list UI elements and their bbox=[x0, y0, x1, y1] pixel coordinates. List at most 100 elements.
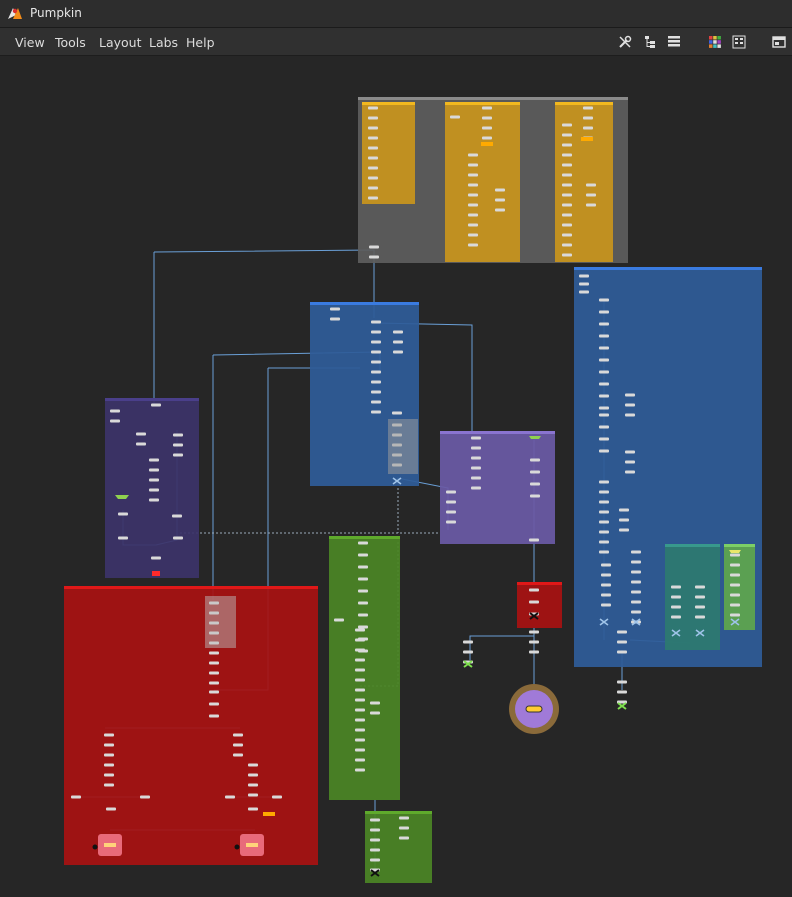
blue-x-node[interactable] bbox=[730, 618, 740, 626]
node[interactable] bbox=[562, 123, 572, 127]
node[interactable] bbox=[371, 370, 381, 374]
node[interactable] bbox=[233, 743, 243, 747]
node[interactable] bbox=[368, 186, 378, 190]
node[interactable] bbox=[529, 630, 539, 634]
pane-layout-icon[interactable] bbox=[772, 35, 786, 49]
node[interactable] bbox=[248, 783, 258, 787]
node[interactable] bbox=[272, 795, 282, 799]
node[interactable] bbox=[586, 203, 596, 207]
node[interactable] bbox=[368, 116, 378, 120]
node[interactable] bbox=[529, 600, 539, 604]
node[interactable] bbox=[562, 143, 572, 147]
node[interactable] bbox=[599, 358, 609, 362]
node[interactable] bbox=[617, 630, 627, 634]
node[interactable] bbox=[482, 126, 492, 130]
node[interactable] bbox=[599, 510, 609, 514]
node[interactable] bbox=[583, 106, 593, 110]
yellow-output-node[interactable] bbox=[729, 550, 741, 553]
node[interactable] bbox=[599, 520, 609, 524]
node[interactable] bbox=[583, 116, 593, 120]
node[interactable] bbox=[355, 768, 365, 772]
green-output-node[interactable] bbox=[115, 495, 129, 499]
node[interactable] bbox=[371, 380, 381, 384]
green-output-node[interactable] bbox=[529, 436, 541, 439]
node[interactable] bbox=[631, 570, 641, 574]
subnet-box[interactable] bbox=[388, 419, 418, 474]
node[interactable] bbox=[151, 403, 161, 407]
node[interactable] bbox=[730, 553, 740, 557]
node[interactable] bbox=[695, 605, 705, 609]
node[interactable] bbox=[330, 307, 340, 311]
node[interactable] bbox=[562, 193, 572, 197]
node[interactable] bbox=[468, 153, 478, 157]
wrench-tools-icon[interactable] bbox=[618, 35, 632, 49]
node[interactable] bbox=[450, 115, 460, 119]
node[interactable] bbox=[368, 106, 378, 110]
node[interactable] bbox=[393, 340, 403, 344]
node[interactable] bbox=[370, 828, 380, 832]
node[interactable] bbox=[355, 658, 365, 662]
orange-node[interactable] bbox=[263, 812, 275, 816]
node[interactable] bbox=[562, 213, 572, 217]
node[interactable] bbox=[369, 255, 379, 259]
node[interactable] bbox=[368, 126, 378, 130]
node[interactable] bbox=[730, 593, 740, 597]
node[interactable] bbox=[355, 728, 365, 732]
node[interactable] bbox=[446, 490, 456, 494]
node[interactable] bbox=[599, 425, 609, 429]
blue-x-node[interactable] bbox=[599, 618, 609, 626]
node[interactable] bbox=[209, 690, 219, 694]
node[interactable] bbox=[631, 550, 641, 554]
node[interactable] bbox=[104, 753, 114, 757]
blue-x-node[interactable] bbox=[695, 629, 705, 637]
node[interactable] bbox=[118, 512, 128, 516]
node[interactable] bbox=[579, 290, 589, 294]
node[interactable] bbox=[104, 743, 114, 747]
node[interactable] bbox=[471, 456, 481, 460]
node[interactable] bbox=[529, 538, 539, 542]
node[interactable] bbox=[358, 577, 368, 581]
node[interactable] bbox=[463, 650, 473, 654]
black-x-node[interactable] bbox=[529, 612, 539, 620]
node[interactable] bbox=[225, 795, 235, 799]
node[interactable] bbox=[599, 550, 609, 554]
node[interactable] bbox=[468, 243, 478, 247]
node[interactable] bbox=[579, 282, 589, 286]
output-node[interactable] bbox=[525, 705, 543, 713]
node[interactable] bbox=[530, 458, 540, 462]
orange-node[interactable] bbox=[481, 142, 493, 146]
node[interactable] bbox=[233, 753, 243, 757]
node[interactable] bbox=[599, 490, 609, 494]
node[interactable] bbox=[599, 500, 609, 504]
blue-x-node[interactable] bbox=[631, 618, 641, 626]
node[interactable] bbox=[562, 133, 572, 137]
node[interactable] bbox=[601, 563, 611, 567]
menu-labs[interactable]: Labs bbox=[149, 35, 179, 50]
node[interactable] bbox=[529, 588, 539, 592]
node[interactable] bbox=[371, 390, 381, 394]
node[interactable] bbox=[631, 560, 641, 564]
node[interactable] bbox=[368, 136, 378, 140]
node[interactable] bbox=[355, 738, 365, 742]
color-palette-grid-icon[interactable] bbox=[708, 35, 722, 49]
list-view-icon[interactable] bbox=[667, 35, 681, 49]
node[interactable] bbox=[599, 480, 609, 484]
node[interactable] bbox=[136, 432, 146, 436]
node[interactable] bbox=[625, 393, 635, 397]
node[interactable] bbox=[368, 146, 378, 150]
node[interactable] bbox=[369, 245, 379, 249]
node[interactable] bbox=[529, 650, 539, 654]
node[interactable] bbox=[599, 540, 609, 544]
node[interactable] bbox=[173, 433, 183, 437]
node[interactable] bbox=[371, 410, 381, 414]
node[interactable] bbox=[468, 173, 478, 177]
node[interactable] bbox=[562, 243, 572, 247]
node[interactable] bbox=[468, 233, 478, 237]
menu-tools[interactable]: Tools bbox=[55, 35, 86, 50]
node[interactable] bbox=[599, 406, 609, 410]
tile-layout-icon[interactable] bbox=[732, 35, 746, 49]
node[interactable] bbox=[625, 403, 635, 407]
node[interactable] bbox=[370, 818, 380, 822]
node[interactable] bbox=[625, 460, 635, 464]
node[interactable] bbox=[471, 436, 481, 440]
